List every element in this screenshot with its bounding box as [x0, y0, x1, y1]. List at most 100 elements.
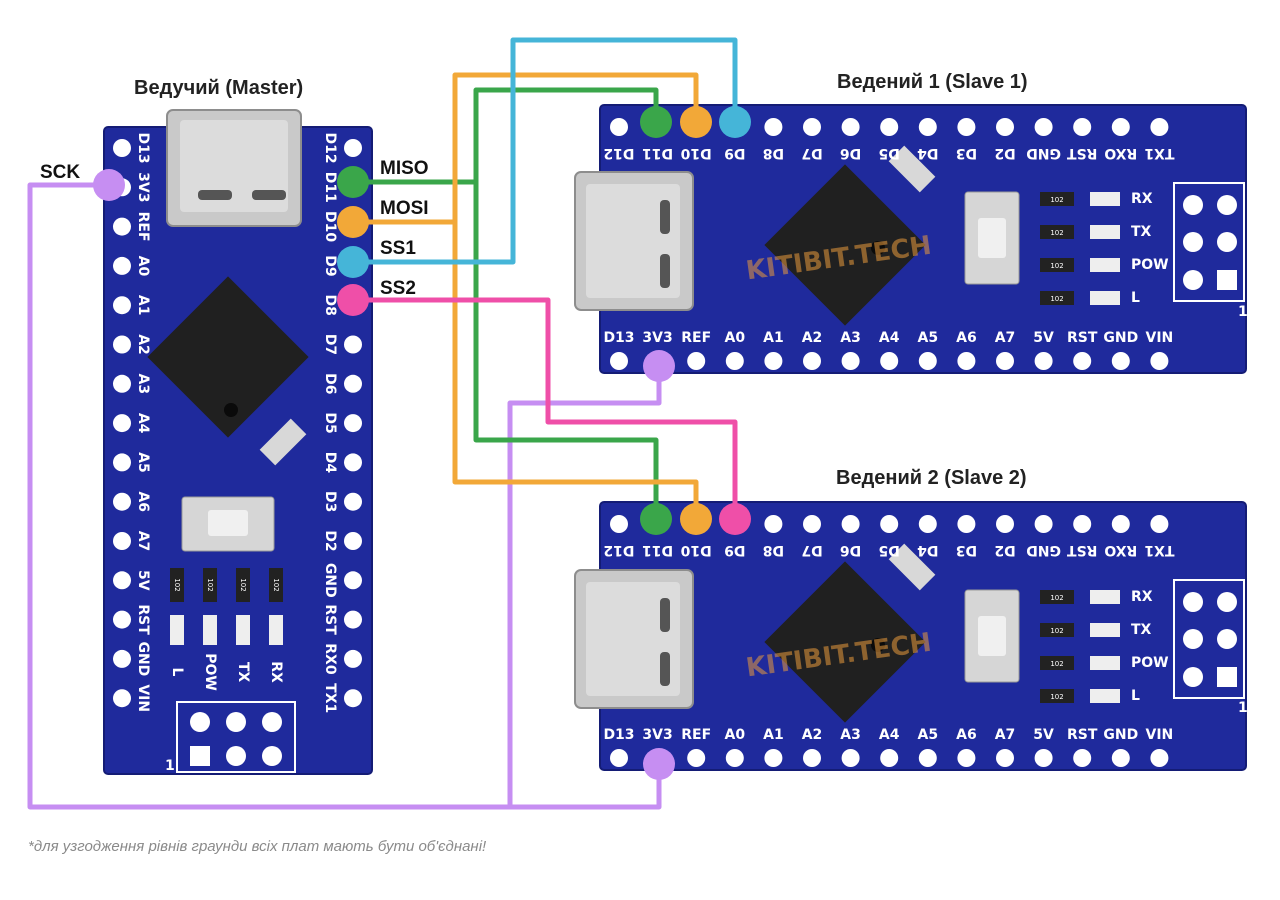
master-hole-right — [344, 492, 362, 511]
master-hole-left — [113, 571, 131, 590]
slave2-hole-top — [764, 515, 783, 533]
slave1-pin-label: D8 — [763, 145, 784, 161]
slave1-pin-label: A0 — [725, 330, 746, 346]
slave2-hole-top — [996, 515, 1014, 533]
signal-label-ss2: SS2 — [380, 278, 416, 299]
slave2-hole-bottom — [880, 749, 899, 767]
slave2-hole-bottom — [725, 749, 744, 767]
slave2-pin-label: A5 — [918, 727, 939, 743]
slave2-pin-label: D3 — [956, 542, 977, 558]
slave1-hole-top — [764, 118, 783, 136]
slave2-led-label: POW — [1131, 655, 1169, 671]
dot-master-sck — [93, 169, 125, 201]
master-led-label: RX — [268, 661, 284, 683]
slave2-hole-bottom — [1073, 749, 1092, 767]
slave2-pin-label: D11 — [642, 542, 673, 558]
master-pin-label: A4 — [135, 413, 151, 434]
dot-slave1-ss — [719, 106, 751, 138]
dot-master-miso — [337, 166, 369, 198]
slave2-pin-label: 5V — [1033, 727, 1054, 743]
master-hole-left — [113, 532, 131, 550]
slave1-pin-label: D9 — [724, 145, 745, 161]
slave1-hole-bottom — [610, 352, 628, 370]
slave2-hole-bottom — [610, 749, 628, 767]
slave2-hole-bottom — [841, 749, 860, 767]
slave2-pin-label: RST — [1067, 542, 1098, 558]
master-pin-label: A0 — [135, 256, 151, 277]
slave2-pin-label: A7 — [995, 727, 1016, 743]
master-hole-right — [344, 453, 362, 472]
master-hole-left — [113, 335, 131, 354]
slave1-hole-bottom — [841, 352, 860, 370]
wire-ss1 — [350, 37, 738, 265]
master-resistor-code: 102 — [239, 578, 247, 591]
slave1-pin-label: A3 — [840, 330, 861, 346]
slave2-pin-label: A0 — [725, 727, 746, 743]
master-pin-label: D5 — [322, 412, 338, 433]
slave2-pin-label: D13 — [603, 727, 634, 743]
slave1-hole-bottom — [957, 352, 976, 370]
dot-master-ss1 — [337, 246, 369, 278]
wire-mosi — [350, 72, 699, 522]
slave1-resistor-code: 102 — [1050, 229, 1063, 237]
wire-ss2 — [350, 297, 738, 522]
master-hole-right — [344, 374, 362, 393]
slave2-pin-label: 3V3 — [642, 727, 672, 743]
master-hole-left — [113, 374, 131, 393]
master-hole-right — [344, 610, 362, 629]
dot-slave2-mosi — [680, 503, 712, 535]
slave1-led-label: L — [1131, 290, 1140, 306]
master-pin-label: D6 — [322, 373, 338, 394]
slave2-hole-top — [957, 515, 976, 533]
slave2-hole-top — [803, 515, 821, 533]
slave2-hole-top — [880, 515, 899, 533]
dot-slave1-mosi — [680, 106, 712, 138]
master-pin-label: D13 — [135, 132, 151, 163]
slave1-hole-top — [918, 118, 937, 136]
master-hole-left — [113, 453, 131, 472]
slave2-pin-label: RXO — [1104, 542, 1137, 558]
slave2-hole-top — [610, 515, 628, 533]
master-hole-left — [113, 610, 131, 629]
slave2-led-resistors — [1040, 590, 1120, 703]
slave2-pin-label: D5 — [879, 542, 900, 558]
master-led-resistors — [170, 568, 283, 645]
dot-master-ss2 — [337, 284, 369, 316]
slave2-hole-bottom — [764, 749, 783, 767]
slave1-pin-label: D7 — [801, 145, 822, 161]
slave1-resistor-code: 102 — [1050, 196, 1063, 204]
master-hole-left — [113, 256, 131, 275]
slave2-hole-bottom — [687, 749, 706, 767]
slave2-resistor-code: 102 — [1050, 627, 1063, 635]
slave1-pin-label: D3 — [956, 145, 977, 161]
slave2-hole-top — [841, 515, 860, 533]
slave2-pin-label: TX1 — [1144, 542, 1174, 558]
slave2-pin-label: D8 — [763, 542, 784, 558]
slave2-pin-label: GND — [1103, 727, 1138, 743]
slave1-led-label: TX — [1131, 224, 1152, 240]
slave2-pin-label: RST — [1067, 727, 1098, 743]
master-board: D133V3REFA0A1A2A3A4A5A6A75VRSTGNDVIND12D… — [103, 109, 373, 775]
master-hole-left — [113, 414, 131, 433]
dot-slave2-ss — [719, 503, 751, 535]
slave1-pin-label: VIN — [1146, 330, 1174, 346]
slave1-hole-top — [957, 118, 976, 136]
slave2-pin-label: D4 — [917, 542, 939, 558]
master-pin-label: GND — [135, 641, 151, 676]
slave2-pin-label: D12 — [603, 542, 634, 558]
slave2-pin-label: D2 — [994, 542, 1015, 558]
slave2-hole-bottom — [1111, 749, 1130, 767]
slave1-hole-top — [1034, 118, 1053, 136]
master-hole-left — [113, 139, 131, 157]
master-hole-left — [113, 492, 131, 511]
signal-label-ss1: SS1 — [380, 238, 416, 259]
master-pin-label: A2 — [135, 334, 151, 355]
master-hole-right — [344, 649, 362, 668]
master-pin-label: 5V — [135, 570, 151, 591]
master-icsp-header — [176, 701, 296, 773]
master-pin-label: GND — [322, 563, 338, 598]
master-led-label: TX — [235, 662, 251, 683]
